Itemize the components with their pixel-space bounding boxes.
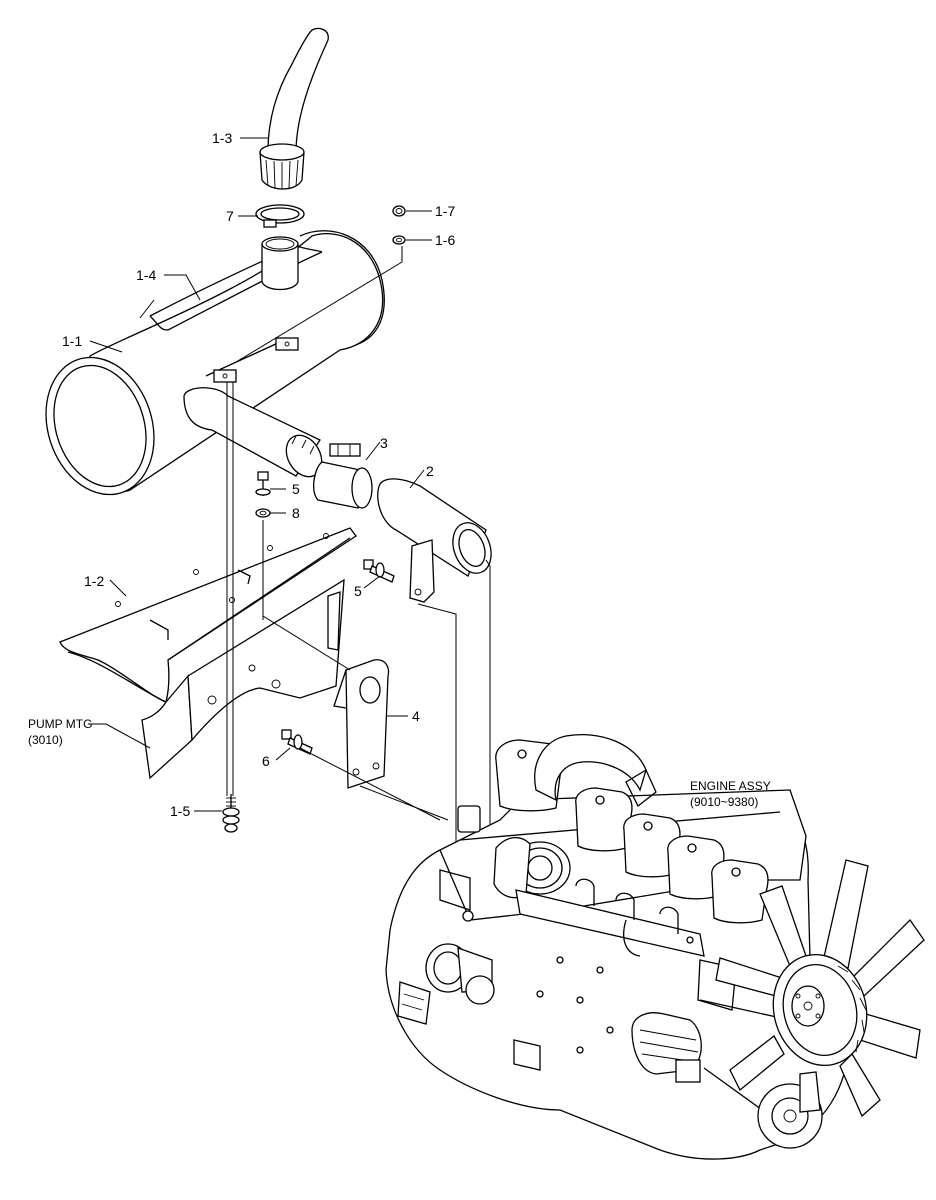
bolt bbox=[255, 471, 271, 496]
engine-assy-ref: (9010~9380) bbox=[690, 795, 758, 809]
callout-1-2: 1-2 bbox=[84, 573, 104, 589]
callout-1-6: 1-6 bbox=[435, 232, 455, 248]
clamp bbox=[255, 204, 305, 228]
engine-assy-label: ENGINE ASSY bbox=[690, 779, 771, 793]
tail-pipe bbox=[259, 27, 329, 190]
pipe-clamp bbox=[312, 443, 373, 509]
muffler-bracket bbox=[59, 527, 357, 780]
reference-notes: PUMP MTG (3010) ENGINE ASSY (9010~9380) bbox=[28, 717, 771, 809]
callout-1-7: 1-7 bbox=[435, 203, 455, 219]
callout-1-5: 1-5 bbox=[170, 803, 190, 819]
callout-1-4: 1-4 bbox=[136, 267, 156, 283]
callout-6: 6 bbox=[262, 753, 270, 769]
muffler bbox=[45, 230, 385, 496]
cooling-fan bbox=[715, 859, 925, 1118]
leader-lines bbox=[88, 137, 432, 812]
washer bbox=[392, 235, 406, 245]
bolt bbox=[363, 559, 395, 583]
callout-5-right: 5 bbox=[354, 583, 362, 599]
mounting-bracket bbox=[333, 659, 390, 789]
pump-mtg-ref: (3010) bbox=[28, 733, 63, 747]
callout-1-1: 1-1 bbox=[62, 333, 82, 349]
exhaust-pipe bbox=[377, 478, 492, 603]
washer bbox=[255, 508, 271, 518]
callout-8: 8 bbox=[292, 505, 300, 521]
nut bbox=[392, 205, 406, 217]
callout-3: 3 bbox=[380, 435, 388, 451]
callout-1-3: 1-3 bbox=[212, 130, 232, 146]
callout-5-upper: 5 bbox=[292, 481, 300, 497]
callout-4: 4 bbox=[412, 708, 420, 724]
callout-2: 2 bbox=[426, 463, 434, 479]
callout-7: 7 bbox=[226, 208, 234, 224]
callout-labels: 1-3 7 1-7 1-6 1-4 1-1 3 2 5 8 5 1-2 4 6 … bbox=[62, 130, 455, 819]
pump-mtg-label: PUMP MTG bbox=[28, 717, 92, 731]
bolt bbox=[222, 794, 240, 833]
bolt bbox=[281, 729, 313, 755]
